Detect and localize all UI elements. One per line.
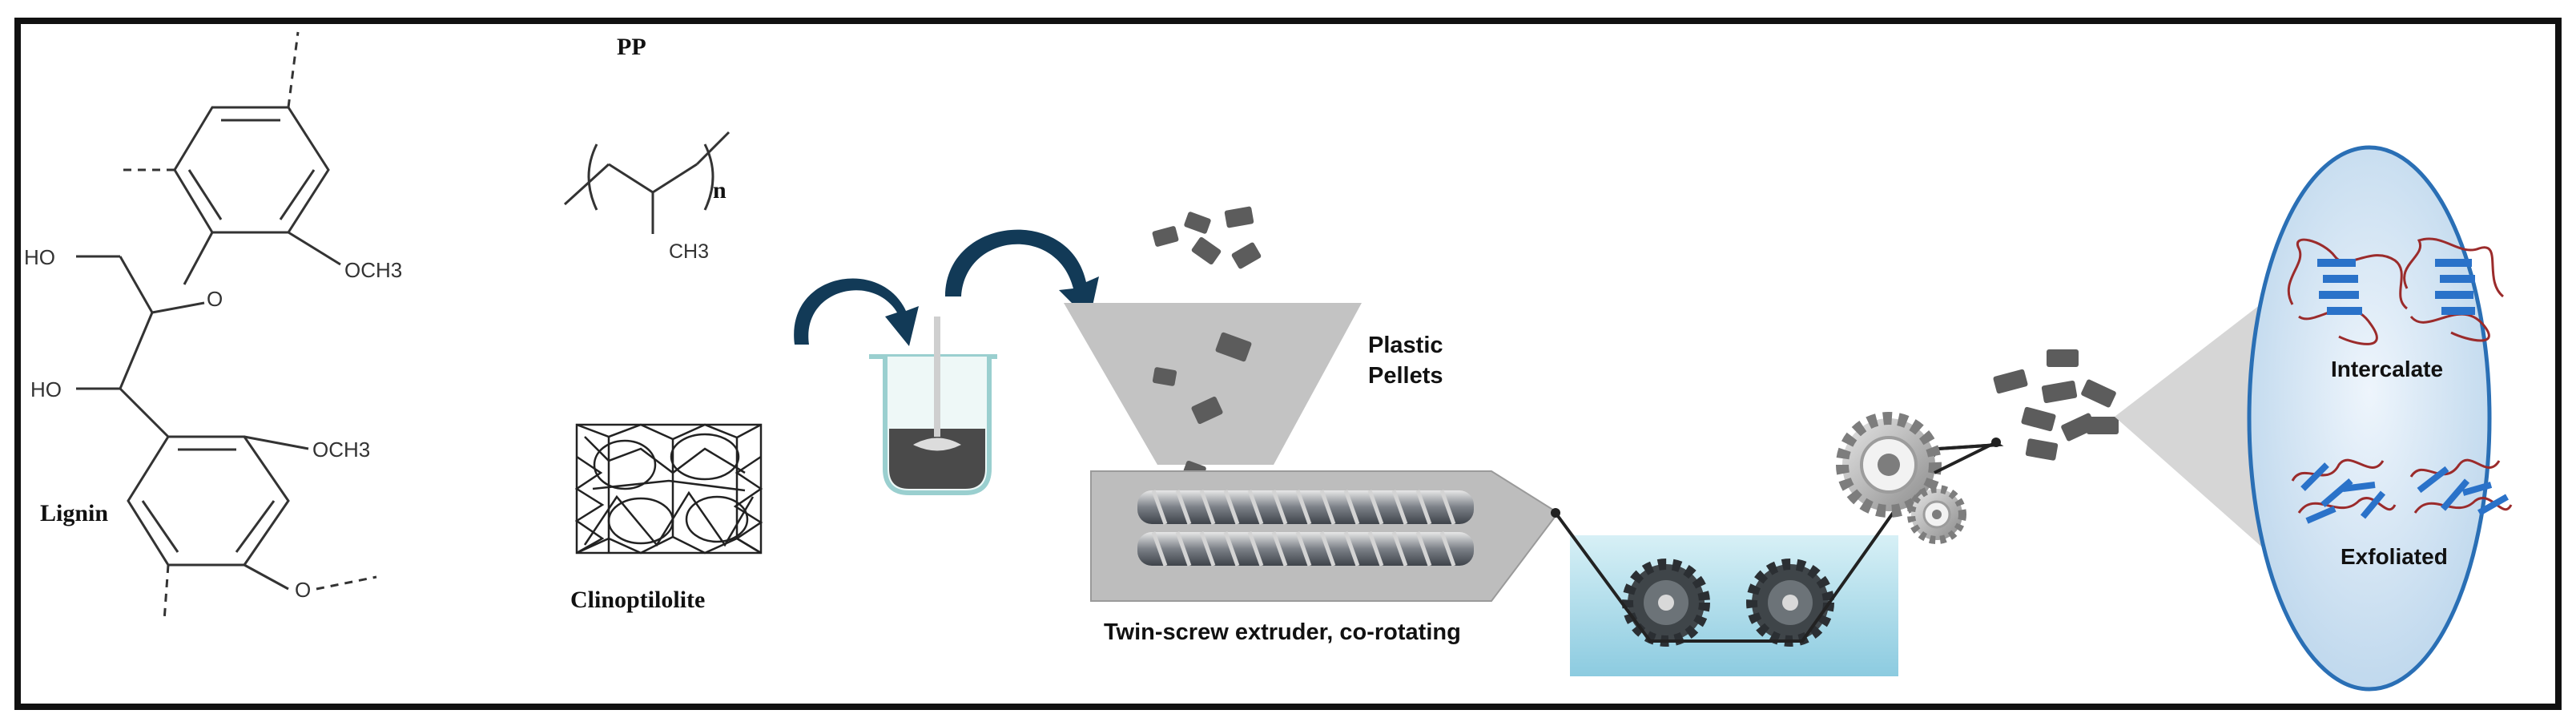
mixing-beaker-icon [869,317,997,495]
lignin-och3-mid-label: OCH3 [312,438,370,462]
pellets-label-line2: Pellets [1368,363,1443,389]
pp-subscript-n: n [713,177,727,204]
output-pellets [1993,349,2119,461]
curved-arrow-icon-left [794,278,919,346]
extruder-label: Twin-screw extruder, co-rotating [1104,619,1461,645]
bath-gear-right-icon [1746,559,1834,647]
exfoliated-label: Exfoliated [2341,544,2448,569]
pp-structure [563,131,731,234]
clinoptilolite-name-label: Clinoptilolite [570,587,705,613]
pp-methyl-label: CH3 [669,240,709,263]
intercalate-structure-left [2287,238,2409,345]
lignin-name-label: Lignin [40,500,108,526]
intercalate-structure-right [2403,237,2505,342]
clinoptilolite-framework [574,423,763,555]
exfoliated-structure-left [2291,458,2397,524]
pp-title: PP [617,34,646,60]
falling-pellets [1152,206,1262,482]
twin-screws [1137,490,1474,567]
pelletizer-gear-small-icon [1907,485,1966,544]
lignin-och3-top-label: OCH3 [344,258,402,282]
lignin-oh-mid-label: HO [30,377,62,401]
feed-hopper [1064,303,1362,465]
pellets-label-line1: Plastic [1368,333,1443,358]
pelletizer-gear-large-icon [1836,412,1942,518]
lignin-structure [76,31,377,622]
bath-gear-left-icon [1622,559,1710,647]
lignin-ether-o-label: O [207,287,223,311]
water-bath [1570,535,1898,676]
curved-arrow-icon-right [945,229,1099,321]
lignin-oh-top-label: HO [24,245,55,269]
morphology-ellipse [2247,145,2492,692]
lignin-o-bottom-label: O [295,578,311,602]
intercalate-label: Intercalate [2331,357,2443,381]
exfoliated-structure-right [2409,458,2513,516]
